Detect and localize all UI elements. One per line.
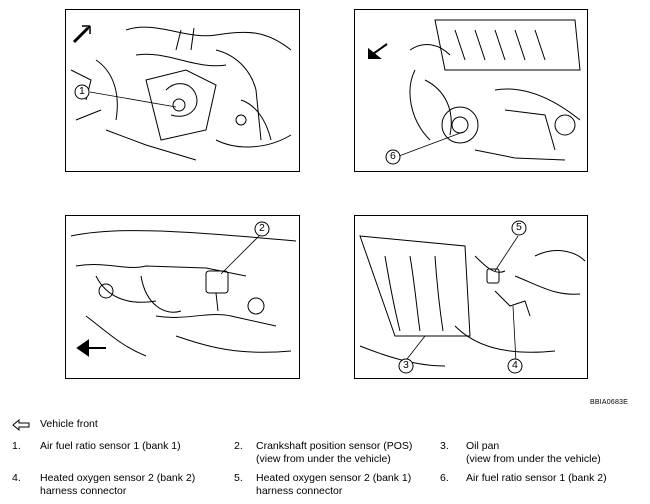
legend-num-2: 2. bbox=[234, 440, 243, 452]
callout-circle bbox=[385, 149, 401, 165]
legend-item-6: Air fuel ratio sensor 1 (bank 2) bbox=[466, 472, 607, 484]
engine-drawing-2 bbox=[368, 19, 581, 161]
callout-circle bbox=[74, 84, 90, 100]
callout-3: 3 bbox=[403, 359, 409, 371]
illustration-crankshaft-position-sensor: 2 bbox=[65, 215, 300, 379]
callout-1: 1 bbox=[79, 85, 85, 97]
callout-2: 2 bbox=[259, 222, 265, 234]
legend-item-4-note: harness connector bbox=[40, 485, 127, 497]
legend-item-3-note: (view from under the vehicle) bbox=[466, 453, 601, 465]
legend-item-4: Heated oxygen sensor 2 (bank 2) bbox=[40, 472, 196, 484]
legend-num-5: 5. bbox=[234, 472, 243, 484]
callout-circle bbox=[511, 220, 527, 236]
legend-item-1: Air fuel ratio sensor 1 (bank 1) bbox=[40, 440, 181, 452]
engine-drawing-3 bbox=[70, 230, 297, 357]
engine-drawing-1 bbox=[70, 25, 292, 161]
legend-num-6: 6. bbox=[440, 472, 449, 484]
illustration-air-fuel-ratio-sensor-1-bank-2: 6 bbox=[354, 9, 588, 172]
legend-item-5-note: harness connector bbox=[256, 485, 343, 497]
legend-num-3: 3. bbox=[440, 440, 449, 452]
vehicle-front-label: Vehicle front bbox=[40, 418, 98, 430]
legend-num-1: 1. bbox=[12, 440, 21, 452]
callout-6: 6 bbox=[390, 150, 396, 162]
callout-circle bbox=[254, 221, 270, 237]
legend-item-2: Crankshaft position sensor (POS) bbox=[256, 440, 413, 452]
callout-4: 4 bbox=[512, 359, 518, 371]
engine-drawing-4 bbox=[359, 235, 586, 367]
vehicle-front-arrow-icon bbox=[12, 419, 30, 431]
callout-5: 5 bbox=[516, 221, 522, 233]
illustration-oil-pan-and-heated-oxygen-sensors: 5 3 4 bbox=[354, 215, 588, 379]
legend-item-2-note: (view from under the vehicle) bbox=[256, 453, 391, 465]
legend-item-5: Heated oxygen sensor 2 (bank 1) bbox=[256, 472, 412, 484]
illustration-air-fuel-ratio-sensor-1-bank-1: 1 bbox=[65, 9, 300, 172]
legend-num-4: 4. bbox=[12, 472, 21, 484]
callout-circle bbox=[398, 358, 414, 374]
callout-circle bbox=[507, 358, 523, 374]
figure-code: BBIA0683E bbox=[590, 399, 628, 406]
legend-item-3: Oil pan bbox=[466, 440, 500, 452]
